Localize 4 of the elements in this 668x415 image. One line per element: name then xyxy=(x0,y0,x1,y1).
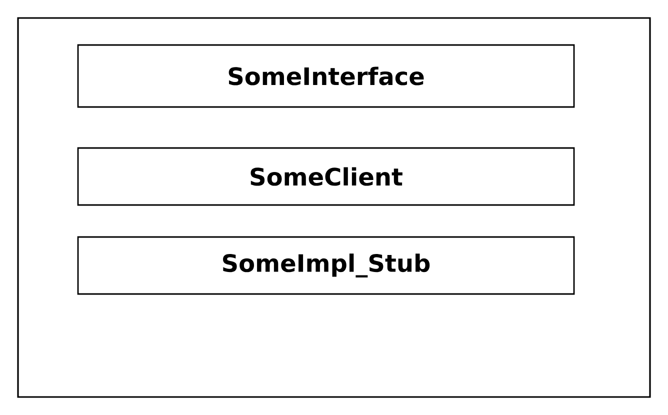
class-box: SomeInterface xyxy=(77,44,575,108)
class-box: SomeClient xyxy=(77,147,575,206)
class-box: SomeImpl_Stub xyxy=(77,236,575,295)
frame-box xyxy=(17,17,651,398)
